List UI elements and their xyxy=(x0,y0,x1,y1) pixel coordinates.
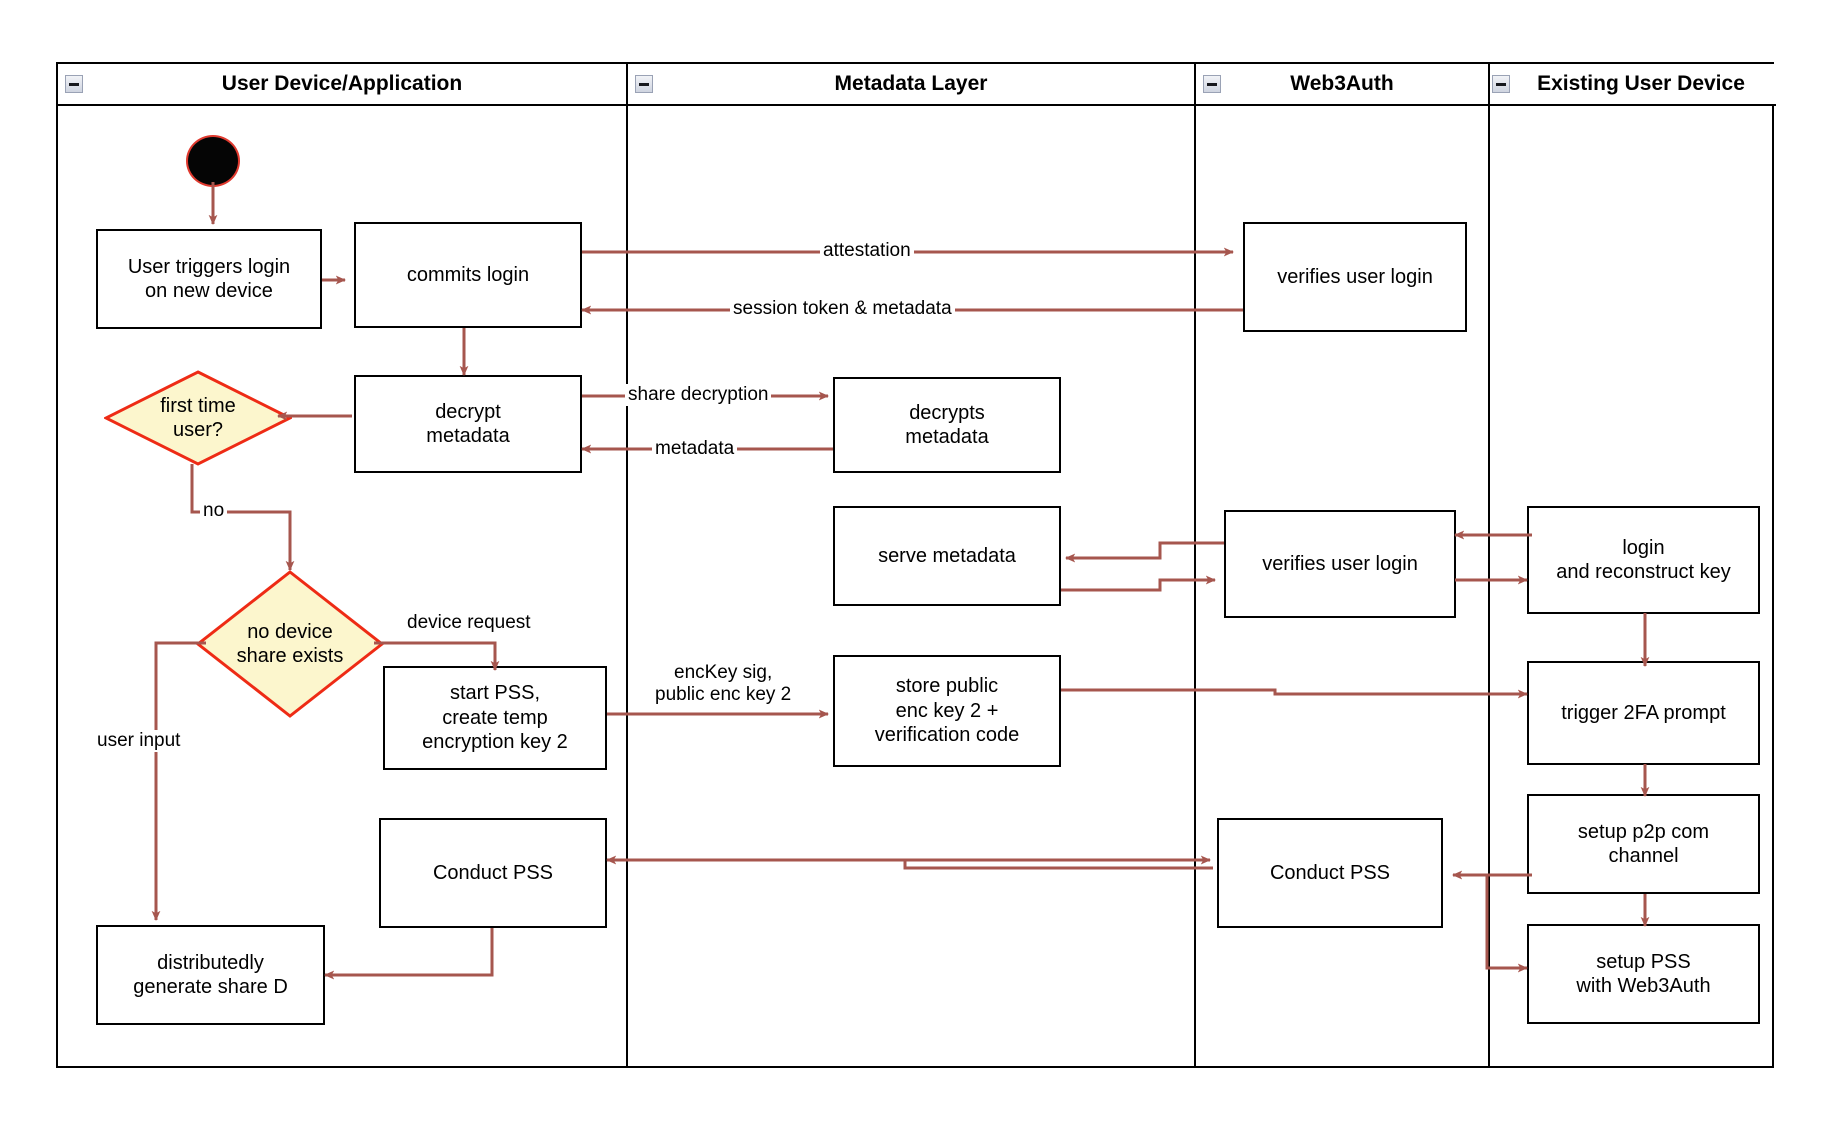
node-no-device-share-exists[interactable]: no device share exists xyxy=(196,570,384,718)
node-decrypts-metadata[interactable]: decrypts metadata xyxy=(833,377,1061,473)
edge-label-session-token-metadata: session token & metadata xyxy=(730,298,955,321)
node-verifies-user-login-mid[interactable]: verifies user login xyxy=(1224,510,1456,618)
decision-diamond-shape xyxy=(196,570,384,718)
node-setup-p2p-com-channel[interactable]: setup p2p com channel xyxy=(1527,794,1760,894)
node-distributedly-generate-share-d[interactable]: distributedly generate share D xyxy=(96,925,325,1025)
edge-label-no: no xyxy=(200,500,228,523)
lane-title-metadata-layer: Metadata Layer xyxy=(834,72,988,95)
node-conduct-pss-web3auth[interactable]: Conduct PSS xyxy=(1217,818,1443,928)
edge-label-attestation: attestation xyxy=(820,240,914,263)
node-verifies-user-login-top[interactable]: verifies user login xyxy=(1243,222,1467,332)
node-store-public-enc-key[interactable]: store public enc key 2 + verification co… xyxy=(833,655,1061,767)
node-trigger-2fa-prompt[interactable]: trigger 2FA prompt xyxy=(1527,661,1760,765)
edge-label-share-decryption: share decryption xyxy=(625,384,772,407)
node-no-device-share-exists-label: no device share exists xyxy=(236,621,344,667)
start-node xyxy=(186,135,240,187)
lane-title-web3auth: Web3Auth xyxy=(1290,72,1394,95)
node-login-and-reconstruct-key[interactable]: login and reconstruct key xyxy=(1527,506,1760,614)
node-start-pss[interactable]: start PSS, create temp encryption key 2 xyxy=(383,666,607,770)
edge-label-enckey-sig: encKey sig, public enc key 2 xyxy=(652,662,795,707)
node-user-triggers-login[interactable]: User triggers login on new device xyxy=(96,229,322,329)
collapse-minus-icon[interactable] xyxy=(65,75,83,93)
node-commits-login[interactable]: commits login xyxy=(354,222,582,328)
lane-title-user-device: User Device/Application xyxy=(221,72,463,95)
lane-title-existing-user-device: Existing User Device xyxy=(1537,72,1745,95)
edge-label-user-input: user input xyxy=(94,730,184,753)
lane-header-user-device: User Device/Application xyxy=(58,64,626,106)
lane-divider-metadata-layer xyxy=(626,106,628,1066)
lane-header-existing-user-device: Existing User Device xyxy=(1488,64,1776,106)
edge-label-device-request: device request xyxy=(404,612,534,635)
node-decrypt-metadata[interactable]: decrypt metadata xyxy=(354,375,582,473)
collapse-minus-icon[interactable] xyxy=(635,75,653,93)
collapse-minus-icon[interactable] xyxy=(1203,75,1221,93)
collapse-minus-icon[interactable] xyxy=(1492,75,1510,93)
lane-divider-existing-user-device xyxy=(1488,106,1490,1066)
lane-header-web3auth: Web3Auth xyxy=(1194,64,1488,106)
lane-divider-web3auth xyxy=(1194,106,1196,1066)
lane-header-metadata-layer: Metadata Layer xyxy=(626,64,1194,106)
node-serve-metadata[interactable]: serve metadata xyxy=(833,506,1061,606)
edge-label-metadata: metadata xyxy=(652,438,738,461)
node-conduct-pss-user[interactable]: Conduct PSS xyxy=(379,818,607,928)
swimlane-pool: User Device/Application Metadata Layer W… xyxy=(56,62,1776,1068)
node-first-time-user-label: first time user? xyxy=(160,395,236,441)
node-setup-pss-with-web3auth[interactable]: setup PSS with Web3Auth xyxy=(1527,924,1760,1024)
node-first-time-user[interactable]: first time user? xyxy=(104,370,292,466)
